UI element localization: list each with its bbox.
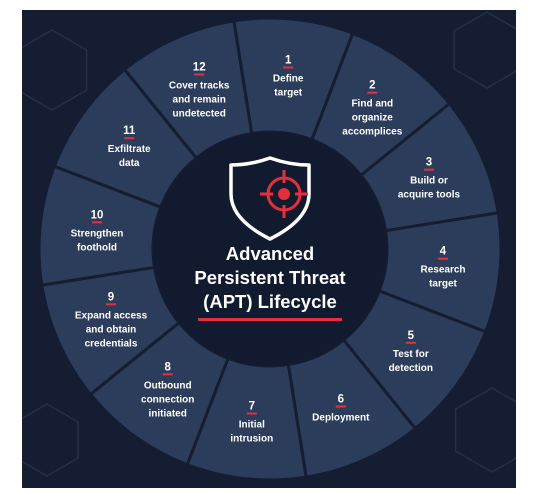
step-number: 10 xyxy=(91,209,104,221)
title-underline xyxy=(198,318,342,321)
step-label-line: Outbound xyxy=(144,380,192,391)
step-number: 11 xyxy=(123,125,136,137)
step-number-underline xyxy=(283,66,294,69)
background-hexagon xyxy=(453,11,516,89)
step-number: 9 xyxy=(108,291,114,303)
step-number-underline xyxy=(106,303,116,306)
step-number: 3 xyxy=(426,157,432,169)
step-number: 12 xyxy=(193,62,206,74)
step-label-line: Find and xyxy=(351,99,393,110)
step-number-underline xyxy=(246,412,257,415)
crosshair-center xyxy=(278,188,290,200)
step-label-line: detection xyxy=(389,363,433,374)
step-label-line: data xyxy=(119,158,140,169)
step-label-line: accomplices xyxy=(342,127,402,138)
step-label-line: intrusion xyxy=(230,434,273,445)
step-label-line: foothold xyxy=(77,242,117,253)
step-label-line: acquire tools xyxy=(398,190,461,201)
title-line-1: Advanced xyxy=(226,243,314,264)
step-label-line: initiated xyxy=(149,408,187,419)
step-label-line: connection xyxy=(141,394,194,405)
step-label-line: target xyxy=(429,279,457,290)
step-number: 8 xyxy=(164,361,171,373)
step-label-line: Define xyxy=(273,74,304,85)
step-number: 1 xyxy=(285,55,292,67)
step-label-line: undetected xyxy=(173,109,226,120)
step-label-line: Expand access xyxy=(75,310,148,321)
apt-lifecycle-diagram: Advanced Persistent Threat (APT) Lifecyc… xyxy=(22,10,516,488)
shield-outline xyxy=(229,156,311,241)
step-label-line: credentials xyxy=(85,338,138,349)
step-number-underline xyxy=(124,137,135,140)
step-label-line: Exfiltrate xyxy=(108,144,151,155)
step-number: 6 xyxy=(338,394,344,406)
diagram-svg: Advanced Persistent Threat (APT) Lifecyc… xyxy=(22,11,516,482)
background-hexagon xyxy=(22,403,79,477)
step-label-line: Research xyxy=(420,265,465,276)
step-label-line: Test for xyxy=(393,349,429,360)
step-number-underline xyxy=(405,341,416,344)
step-number-underline xyxy=(194,73,205,76)
center-disc xyxy=(153,132,387,366)
step-number: 4 xyxy=(440,246,447,258)
step-number-underline xyxy=(367,91,378,94)
step-number: 7 xyxy=(249,401,255,413)
step-label-line: Deployment xyxy=(312,413,370,424)
step-label-line: and obtain xyxy=(86,324,137,335)
step-number-underline xyxy=(335,405,346,408)
shield-crosshair-icon xyxy=(229,156,311,241)
background-hexagon xyxy=(22,29,88,111)
step-number: 2 xyxy=(369,80,375,92)
step-label-line: target xyxy=(274,88,302,99)
step-label-line: Strengthen xyxy=(71,228,124,239)
title-line-2: Persistent Threat xyxy=(194,267,345,288)
lifecycle-ring xyxy=(37,16,503,482)
step-number: 5 xyxy=(408,330,415,342)
step-number-underline xyxy=(162,373,173,376)
step-label-line: Build or xyxy=(410,176,448,187)
title-line-3: (APT) Lifecycle xyxy=(203,291,337,312)
step-number-underline xyxy=(92,221,102,224)
step-number-underline xyxy=(424,168,434,171)
step-label-line: Cover tracks xyxy=(169,81,230,92)
step-label-line: Initial xyxy=(239,420,265,431)
background-hexagon xyxy=(454,387,516,473)
step-number-underline xyxy=(438,257,448,260)
step-label-line: and remain xyxy=(173,95,226,106)
step-label-line: organize xyxy=(352,113,394,124)
